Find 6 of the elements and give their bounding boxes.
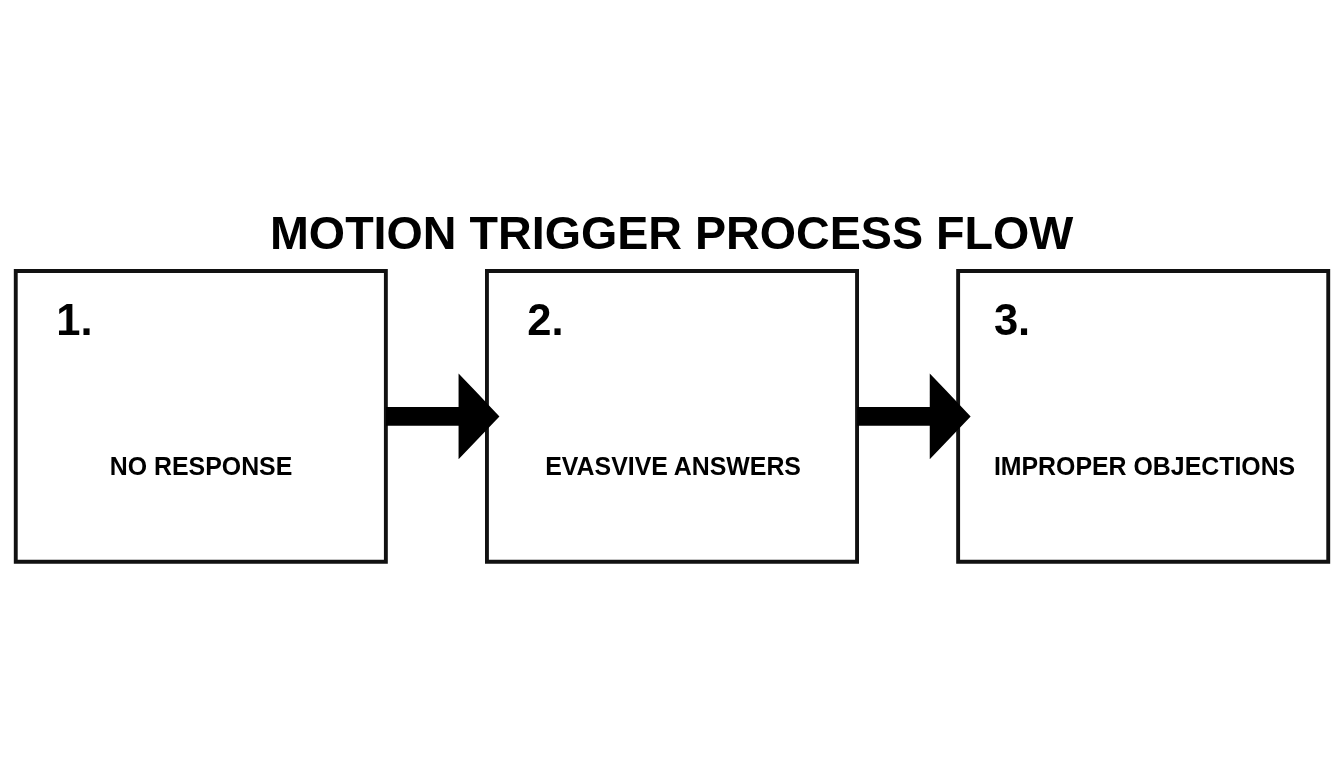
node-box: 3. IMPROPER OBJECTIONS bbox=[956, 268, 1331, 564]
diagram-title: MOTION TRIGGER PROCESS FLOW bbox=[270, 206, 1074, 259]
node-box: 2. EVASVIVE ANSWERS bbox=[485, 268, 859, 564]
node-box: 1. NO RESPONSE bbox=[13, 268, 388, 564]
arrow bbox=[386, 372, 500, 459]
arrow bbox=[857, 372, 971, 459]
